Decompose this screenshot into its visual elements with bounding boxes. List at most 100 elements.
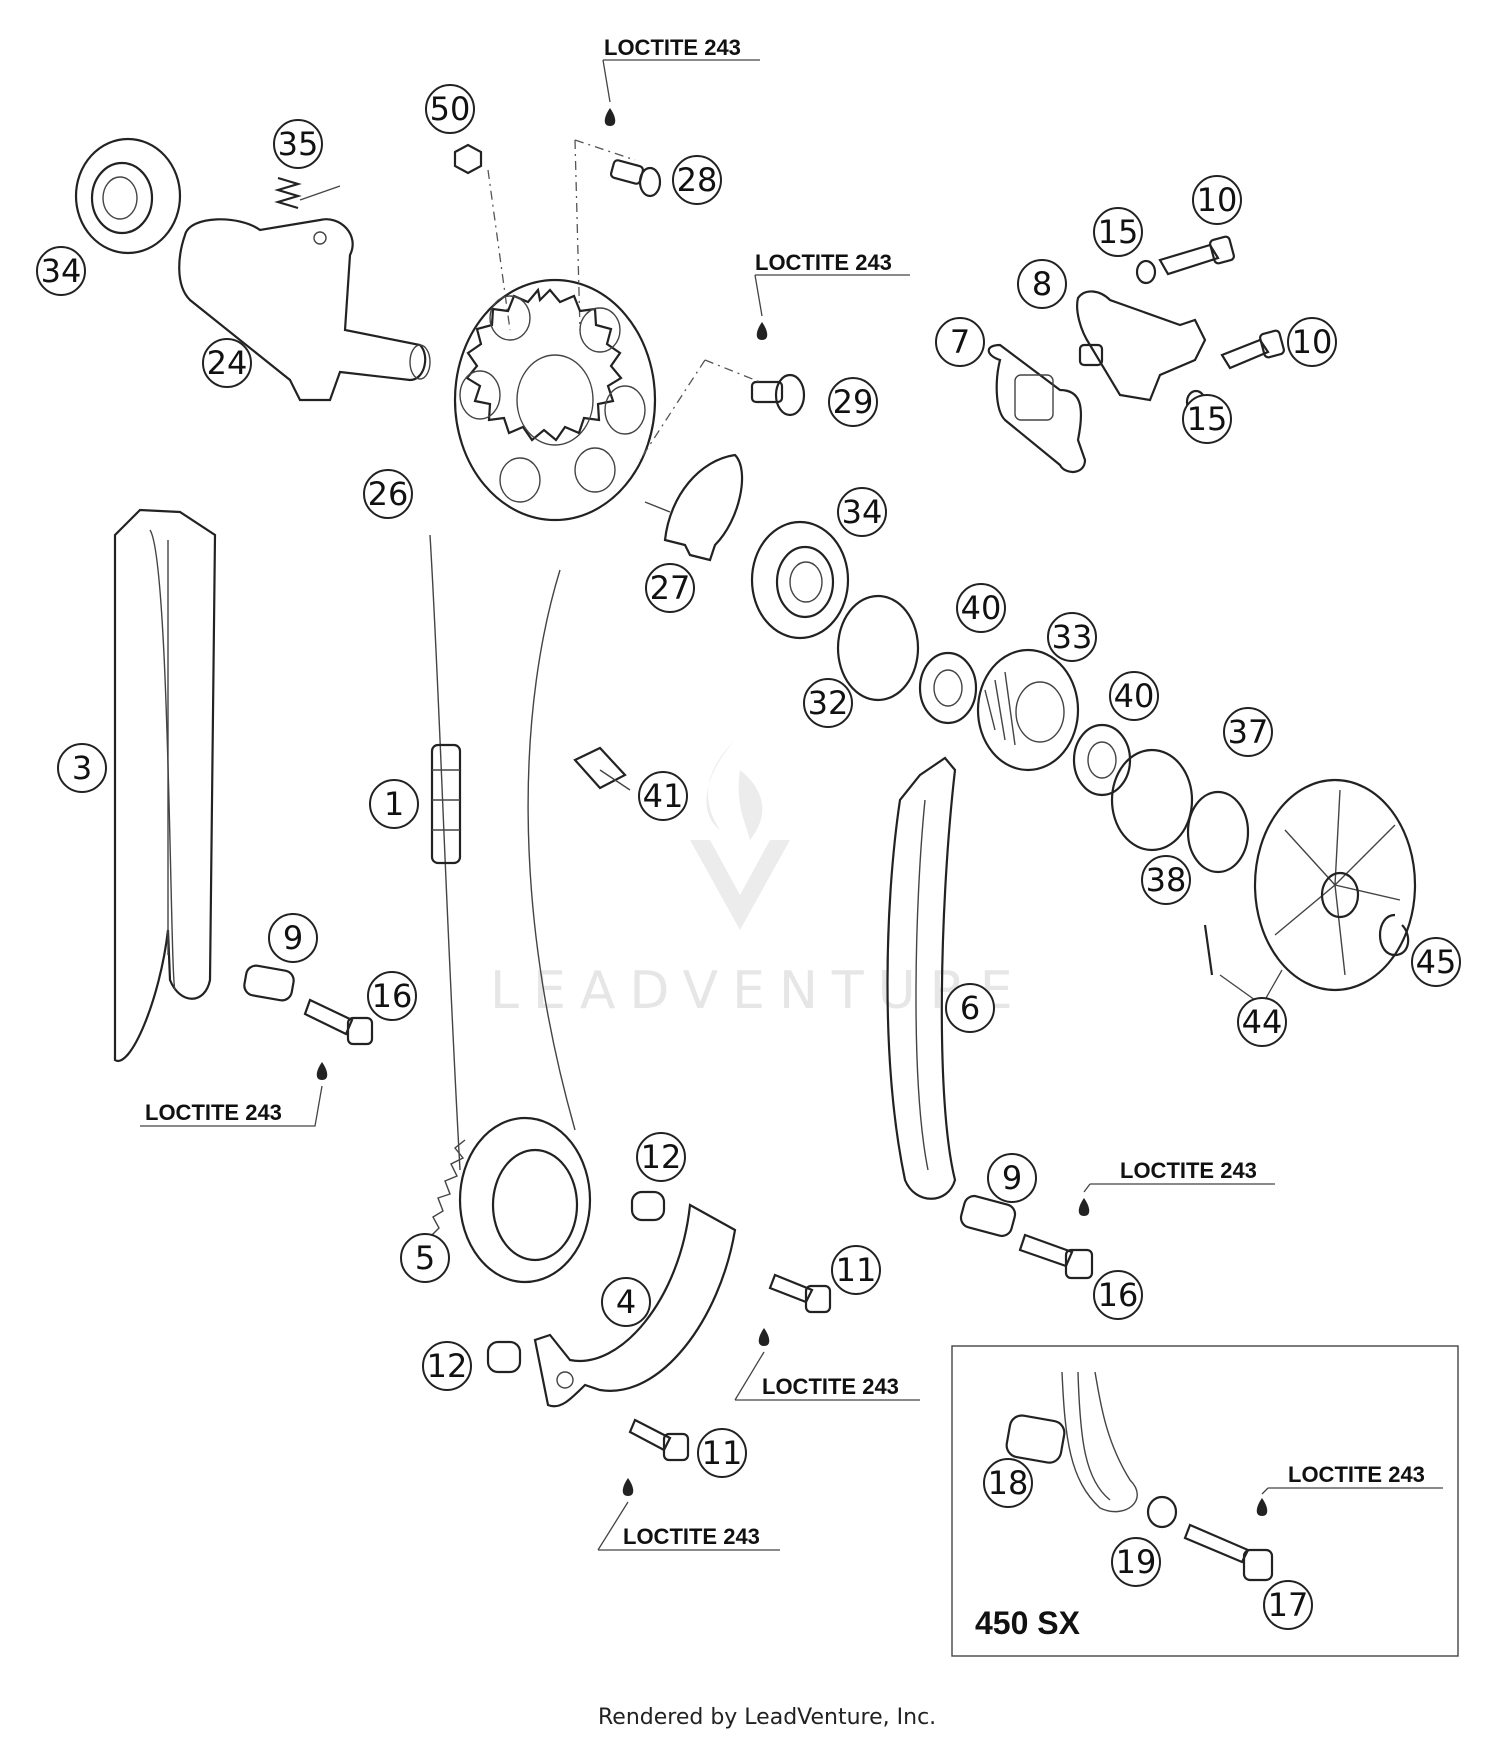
callout-38: 38 <box>1141 855 1191 905</box>
callout-40: 40 <box>956 583 1006 633</box>
callout-circle <box>1093 207 1143 257</box>
callout-9: 9 <box>987 1153 1037 1203</box>
callout-circle <box>1017 259 1067 309</box>
chain-link-41 <box>573 746 631 791</box>
callout-12: 12 <box>636 1132 686 1182</box>
callout-number: 11 <box>702 1434 743 1472</box>
callout-28: 28 <box>672 155 722 205</box>
callout-number: 26 <box>368 475 409 513</box>
callout-circle <box>1109 671 1159 721</box>
o-ring-37 <box>1110 748 1194 852</box>
bearing-40-left <box>918 651 978 725</box>
callout-number: 15 <box>1187 400 1228 438</box>
callout-circle <box>273 119 323 169</box>
callout-circle <box>1287 317 1337 367</box>
callout-number: 4 <box>616 1283 636 1321</box>
callout-circle <box>367 971 417 1021</box>
callout-number: 32 <box>808 684 849 722</box>
decompression-shaft-24 <box>178 218 431 402</box>
callout-41: 41 <box>638 771 688 821</box>
loctite-leaders <box>140 59 1443 1551</box>
callout-11: 11 <box>831 1245 881 1295</box>
shim-32 <box>836 594 920 702</box>
callout-number: 8 <box>1032 265 1052 303</box>
bolt-10-top <box>1158 235 1235 276</box>
callout-35: 35 <box>273 119 323 169</box>
loctite-note: LOCTITE 243 <box>604 35 741 60</box>
callout-15: 15 <box>1093 207 1143 257</box>
callout-circle <box>1047 612 1097 662</box>
bearing-34-top <box>74 137 182 255</box>
loctite-note: LOCTITE 243 <box>1288 1462 1425 1487</box>
chain-guide-3 <box>113 508 217 1062</box>
callout-circle <box>1182 394 1232 444</box>
callout-number: 15 <box>1098 213 1139 251</box>
sleeve-9-left <box>243 964 295 1002</box>
callout-29: 29 <box>828 377 878 427</box>
callout-circle <box>956 583 1006 633</box>
callout-32: 32 <box>803 678 853 728</box>
inset-450sx: 450 SX <box>951 1345 1459 1657</box>
crank-sprocket-5 <box>429 1116 592 1284</box>
gasket-7 <box>987 343 1087 473</box>
callout-number: 50 <box>430 90 471 128</box>
callout-number: 29 <box>833 383 874 421</box>
callout-44: 44 <box>1237 997 1287 1047</box>
callout-24: 24 <box>202 338 252 388</box>
callout-circle <box>803 678 853 728</box>
bolt-11-top <box>768 1273 832 1314</box>
loctite-note: LOCTITE 243 <box>755 250 892 275</box>
callout-circle <box>828 377 878 427</box>
callout-circle <box>425 84 475 134</box>
callout-number: 18 <box>988 1464 1029 1502</box>
callout-circle <box>202 338 252 388</box>
callout-45: 45 <box>1411 937 1461 987</box>
callout-number: 27 <box>650 569 691 607</box>
callout-circle <box>1141 855 1191 905</box>
callout-number: 16 <box>372 977 413 1015</box>
loctite-note: LOCTITE 243 <box>623 1524 760 1549</box>
callout-number: 10 <box>1292 323 1333 361</box>
callout-number: 24 <box>207 344 248 382</box>
callout-number: 1 <box>384 785 404 823</box>
callout-26: 26 <box>363 469 413 519</box>
callout-circle <box>645 563 695 613</box>
callout-number: 3 <box>72 749 92 787</box>
chain-tensioner-8 <box>1076 290 1207 402</box>
callout-6: 6 <box>945 983 995 1033</box>
callout-12: 12 <box>422 1341 472 1391</box>
callout-number: 35 <box>278 125 319 163</box>
bearing-40-right <box>1072 723 1132 797</box>
callout-5: 5 <box>400 1233 450 1283</box>
callout-10: 10 <box>1287 317 1337 367</box>
callout-number: 9 <box>1002 1159 1022 1197</box>
callout-number: 38 <box>1146 861 1187 899</box>
callout-34: 34 <box>837 487 887 537</box>
callout-circle <box>1237 997 1287 1047</box>
callout-circle <box>831 1245 881 1295</box>
callout-circle <box>1263 1580 1313 1630</box>
nut-50 <box>453 143 511 331</box>
o-ring-38 <box>1186 790 1250 874</box>
callout-circle <box>363 469 413 519</box>
bolt-29 <box>639 359 806 461</box>
loctite-note: LOCTITE 243 <box>1120 1158 1257 1183</box>
callout-11: 11 <box>697 1428 747 1478</box>
callout-circle <box>36 246 86 296</box>
callout-37: 37 <box>1223 707 1273 757</box>
bushing-12-top <box>630 1190 666 1222</box>
bushing-12-bottom <box>486 1340 522 1374</box>
callout-16: 16 <box>367 971 417 1021</box>
callout-7: 7 <box>935 317 985 367</box>
callout-16: 16 <box>1093 1270 1143 1320</box>
callout-circle <box>1411 937 1461 987</box>
callout-10: 10 <box>1192 175 1242 225</box>
sleeve-9-right <box>959 1194 1017 1238</box>
callout-50: 50 <box>425 84 475 134</box>
bolt-11-bottom <box>628 1418 690 1462</box>
callout-circle <box>400 1233 450 1283</box>
callout-circle <box>369 779 419 829</box>
callout-number: 34 <box>842 493 883 531</box>
callout-number: 41 <box>643 777 684 815</box>
